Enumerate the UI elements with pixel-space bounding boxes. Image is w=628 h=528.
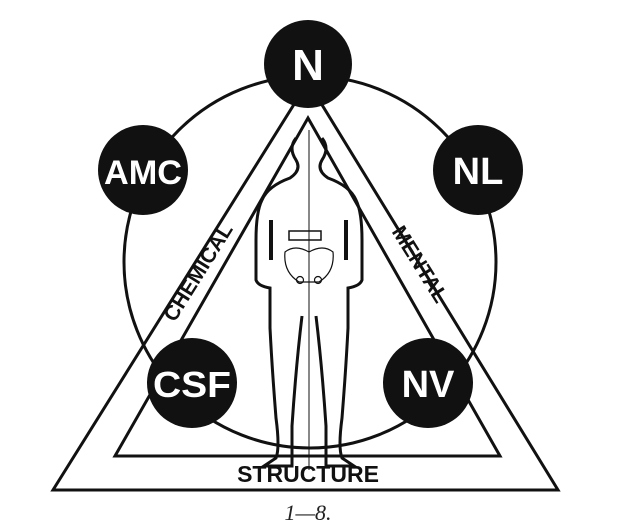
figure-caption: 1—8.	[284, 500, 331, 525]
node-amc-label: AMC	[104, 154, 182, 192]
node-csf-label: CSF	[153, 364, 231, 405]
inner-triangle	[112, 114, 503, 458]
node-nl-label: NL	[453, 151, 504, 193]
node-nv	[383, 338, 473, 428]
node-nv-label: NV	[402, 364, 455, 406]
outer-triangle	[50, 79, 561, 492]
node-csf	[147, 338, 237, 428]
side-structure-label: STRUCTURE	[237, 461, 379, 487]
node-n	[264, 20, 352, 108]
node-nl	[433, 125, 523, 215]
node-amc	[98, 125, 188, 215]
side-mental-label: MENTAL	[387, 222, 452, 307]
node-n-label: N	[292, 41, 324, 90]
human-figure	[254, 130, 364, 470]
